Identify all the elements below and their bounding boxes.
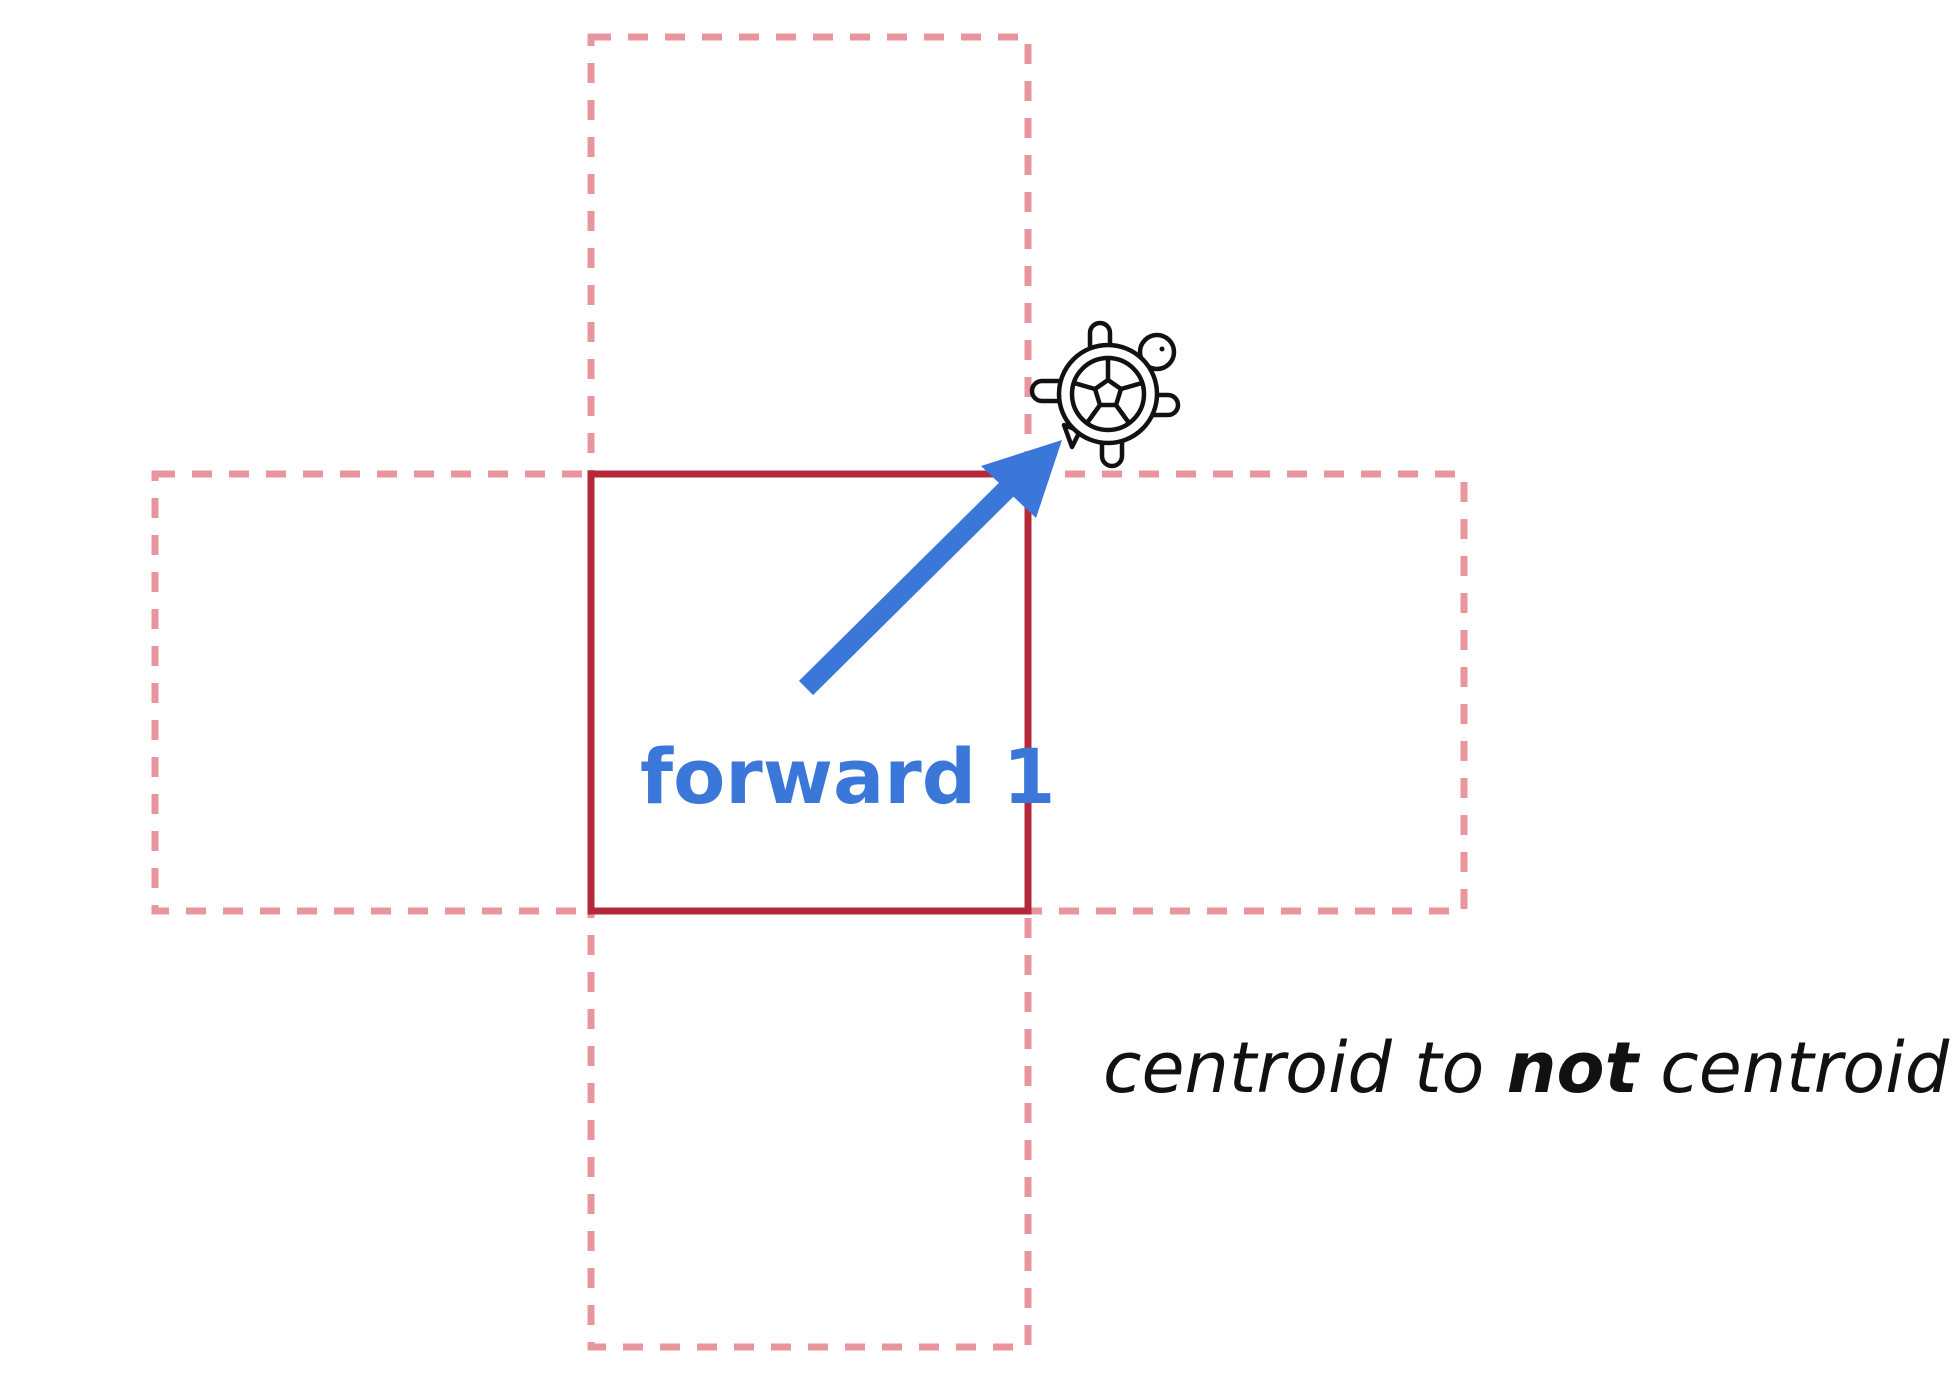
caption-part1: centroid to	[1103, 1027, 1507, 1109]
neighbor-cell-bottom	[587, 907, 1032, 1351]
turtle-shell-lines	[1071, 355, 1145, 426]
arrow-head	[981, 440, 1062, 518]
arrow-shaft	[798, 474, 1022, 696]
current-cell	[587, 470, 1032, 915]
turtle-eye	[1159, 346, 1165, 352]
neighbor-cell-left	[151, 470, 595, 915]
turtle-icon	[1029, 320, 1181, 469]
turtle-shell-center	[1092, 377, 1124, 408]
caption-part2: centroid	[1638, 1027, 1950, 1109]
neighbor-cell-top	[587, 33, 1032, 478]
caption-emphasis: not	[1507, 1027, 1641, 1109]
command-label: forward 1	[640, 732, 1055, 821]
forward-arrow	[798, 440, 1062, 696]
turtle-head	[1137, 332, 1177, 372]
neighbor-cell-right	[1024, 470, 1468, 915]
caption-text: centroid to not centroid	[1103, 1027, 1950, 1109]
